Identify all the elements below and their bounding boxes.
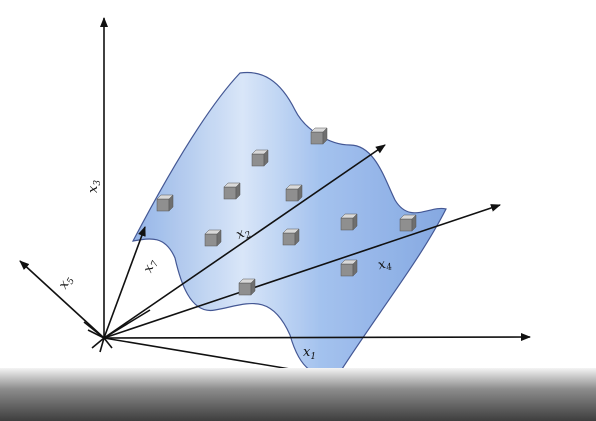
data-point-cube: [204, 229, 222, 247]
axis-label-x1: x1: [303, 345, 316, 362]
axes-group: [19, 17, 531, 394]
axis-x4: [103, 204, 501, 339]
data-point-cube: [156, 194, 174, 212]
axis-x7: [103, 226, 146, 339]
axis-label-x7: x7: [141, 257, 162, 275]
data-point-cube: [223, 182, 241, 200]
axis-label-x4: x4: [376, 255, 393, 275]
data-points: [156, 127, 417, 296]
manifold-surface: [131, 71, 447, 376]
data-point-cube: [340, 259, 358, 277]
origin-ray: [103, 309, 151, 339]
data-point-cube: [238, 278, 256, 296]
axis-label-x3: x3: [86, 180, 103, 193]
data-point-cube: [282, 228, 300, 246]
data-point-cube: [310, 127, 328, 145]
video-bottom-overlay: [0, 368, 596, 421]
axis-x5: [19, 260, 105, 339]
data-point-cube: [399, 214, 417, 232]
data-point-cube: [340, 213, 358, 231]
axis-x1: [103, 333, 531, 342]
origin-ray: [103, 337, 113, 349]
origin-ray: [99, 337, 105, 353]
origin-ray: [83, 321, 105, 339]
axis-x2: [103, 144, 386, 339]
axis-label-x5: x5: [56, 273, 77, 293]
origin-ray: [91, 337, 105, 349]
data-point-cube: [285, 184, 303, 202]
data-point-cube: [251, 149, 269, 167]
